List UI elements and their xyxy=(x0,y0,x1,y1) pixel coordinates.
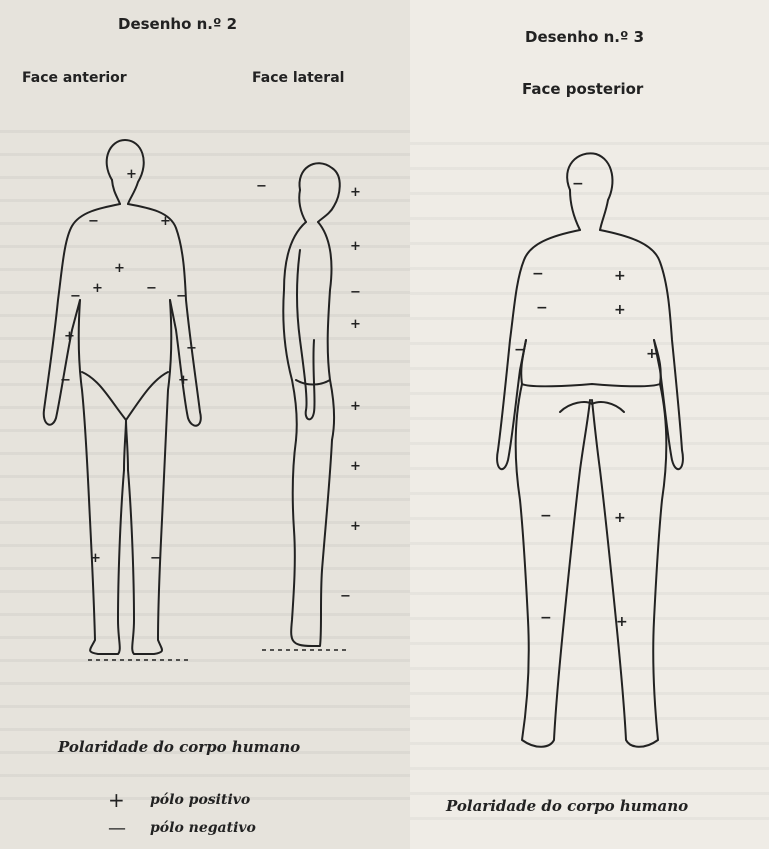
minus-symbol: — xyxy=(108,818,126,839)
plus-mark: + xyxy=(646,346,658,362)
back-body-outline xyxy=(497,153,683,746)
plus-mark: + xyxy=(178,373,189,388)
minus-mark: − xyxy=(350,285,361,300)
minus-mark: − xyxy=(536,300,548,316)
legend-positive: + pólo positivo xyxy=(108,788,125,812)
legend-positive-label: pólo positivo xyxy=(150,792,250,808)
plus-mark: + xyxy=(616,614,628,630)
minus-mark: − xyxy=(514,342,526,358)
minus-mark: − xyxy=(60,373,71,388)
minus-mark: − xyxy=(540,610,552,626)
plus-mark: + xyxy=(350,399,361,414)
figure-back: − − + − + − + − + − + xyxy=(410,0,769,849)
plus-mark: + xyxy=(350,459,361,474)
plus-mark: + xyxy=(90,551,101,566)
figure-front-and-side: + − + + − + − − + − − + + − − xyxy=(0,0,410,849)
right-page: Desenho n.º 3 Face posterior − − + − + −… xyxy=(410,0,769,849)
plus-symbol: + xyxy=(108,788,125,812)
minus-mark: − xyxy=(176,289,187,304)
minus-mark: − xyxy=(146,281,157,296)
minus-mark: − xyxy=(70,289,81,304)
plus-mark: + xyxy=(350,519,361,534)
plus-mark: + xyxy=(114,261,125,276)
minus-mark: − xyxy=(572,176,584,192)
minus-mark: − xyxy=(88,214,99,229)
right-caption: Polaridade do corpo humano xyxy=(446,797,688,815)
minus-mark: − xyxy=(150,551,161,566)
plus-mark: + xyxy=(64,329,75,344)
plus-mark: + xyxy=(350,317,361,332)
legend-negative-label: pólo negativo xyxy=(150,820,256,836)
side-body-outline xyxy=(262,163,350,650)
legend-negative: — pólo negativo xyxy=(108,818,126,839)
minus-mark: − xyxy=(340,589,351,604)
minus-mark: − xyxy=(540,508,552,524)
plus-mark: + xyxy=(126,167,137,182)
left-caption: Polaridade do corpo humano xyxy=(58,738,300,756)
plus-mark: + xyxy=(160,214,171,229)
plus-mark: + xyxy=(614,268,626,284)
minus-mark: − xyxy=(532,266,544,282)
plus-mark: + xyxy=(350,239,361,254)
plus-mark: + xyxy=(350,185,361,200)
plus-mark: + xyxy=(92,281,103,296)
minus-mark: − xyxy=(256,179,267,194)
side-polarity-marks: − + + − + + + + − xyxy=(256,179,361,604)
plus-mark: + xyxy=(614,510,626,526)
left-page: Desenho n.º 2 Face anterior Face lateral… xyxy=(0,0,410,849)
front-body-outline xyxy=(44,140,201,660)
plus-mark: + xyxy=(614,302,626,318)
minus-mark: − xyxy=(186,341,197,356)
